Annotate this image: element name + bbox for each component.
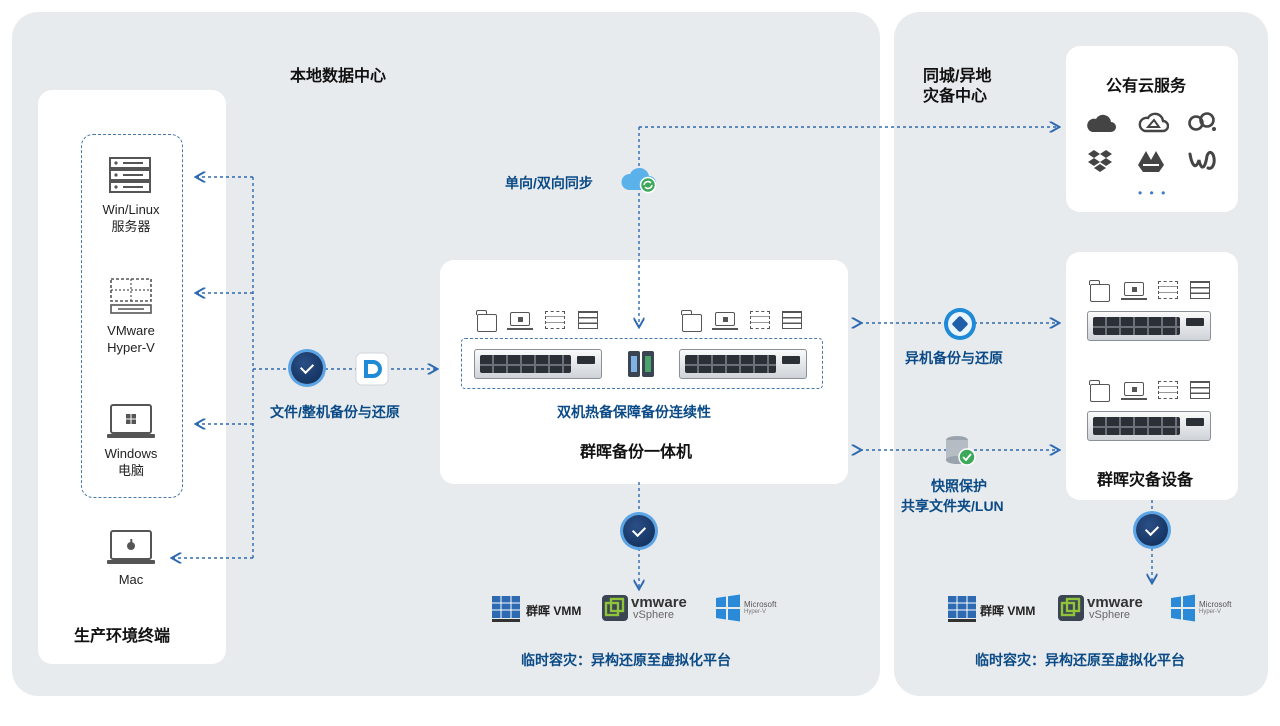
dr-nas-2 <box>1087 411 1211 441</box>
vm-grid-icon <box>545 311 565 329</box>
vm-icon <box>110 278 152 319</box>
snapshot-label-line1: 快照保护 <box>931 478 987 494</box>
snapshot-label-line2: 共享文件夹/LUN <box>901 498 1004 514</box>
sync-label: 单向/双向同步 <box>505 175 593 191</box>
server-stack-icon <box>782 311 802 329</box>
vmm-label: 群晖 VMM <box>526 604 582 618</box>
more-providers-indicator: • • • <box>1138 186 1168 200</box>
hyperv-brand: Microsoft <box>744 600 777 609</box>
device-label-mac: Mac <box>118 572 144 587</box>
wasabi-icon <box>1187 148 1217 179</box>
mac-laptop-icon <box>106 530 156 571</box>
drive-app-icon <box>355 352 389 391</box>
vsphere-product: vSphere <box>1089 609 1130 621</box>
folder-icon <box>1089 280 1110 302</box>
dropbox-icon <box>1087 148 1113 179</box>
production-endpoints-title: 生产环境终端 <box>74 628 171 645</box>
dr-nas-1 <box>1087 311 1211 341</box>
vmware-brand: vmware <box>1087 594 1143 611</box>
nas-secondary <box>679 349 807 379</box>
hyper-backup-icon <box>942 306 978 347</box>
folder-icon <box>1089 380 1110 402</box>
sync-cloud-icon <box>621 163 659 200</box>
endpoints-group <box>81 134 183 498</box>
google-drive-icon <box>1137 149 1165 178</box>
server-icon <box>109 157 151 198</box>
vm-grid-icon <box>750 311 770 329</box>
server-stack-icon <box>1190 281 1210 299</box>
vm-grid-icon <box>1158 281 1178 299</box>
hyperv-brand: Microsoft <box>1199 600 1232 609</box>
ha-link-icon <box>627 348 655 385</box>
vm-grid-icon <box>1158 381 1178 399</box>
vmm-label: 群晖 VMM <box>980 604 1036 618</box>
hyperv-icon <box>715 594 741 627</box>
server-stack-icon <box>1190 381 1210 399</box>
vmm-icon <box>947 595 977 628</box>
ha-pair-group <box>461 338 823 389</box>
laptop-icon <box>1121 282 1147 300</box>
remote-dr-title-line2: 灾备中心 <box>923 88 988 105</box>
device-label-windows: Windows 电脑 <box>104 446 158 478</box>
backblaze-icon <box>1187 110 1219 139</box>
vmm-icon <box>491 595 521 628</box>
remote-dr-title-line1: 同城/异地 <box>923 68 992 85</box>
virtualization-label: 临时容灾：异构还原至虚拟化平台 <box>521 652 731 668</box>
device-label-server: Win/Linux 服务器 <box>102 202 160 234</box>
hyperv-product: Hyper-V <box>1199 609 1222 615</box>
folder-icon <box>681 310 702 332</box>
windows-laptop-icon <box>106 404 156 445</box>
nas-primary <box>474 349 602 379</box>
public-cloud-title: 公有云服务 <box>1106 78 1187 95</box>
file-backup-label: 文件/整机备份与还原 <box>270 404 400 420</box>
appliance-title: 群晖备份一体机 <box>580 444 693 461</box>
snapshot-icon <box>941 432 977 473</box>
dr-device-title: 群晖灾备设备 <box>1097 472 1194 489</box>
folder-icon <box>476 310 497 332</box>
remote-backup-label: 异机备份与还原 <box>905 350 1003 366</box>
active-backup-icon <box>623 515 655 547</box>
hyperv-product: Hyper-V <box>744 609 767 615</box>
laptop-icon <box>507 312 533 330</box>
device-label-vm: VMware Hyper-V <box>107 323 155 355</box>
virtualization-label: 临时容灾：异构还原至虚拟化平台 <box>975 652 1185 668</box>
onedrive-icon <box>1084 112 1116 139</box>
active-backup-icon <box>1136 514 1168 546</box>
cloud-outline-icon <box>1137 110 1170 139</box>
active-backup-icon <box>291 352 323 384</box>
laptop-icon <box>1121 382 1147 400</box>
server-stack-icon <box>578 311 598 329</box>
ha-label: 双机热备保障备份连续性 <box>557 404 711 420</box>
laptop-icon <box>712 312 738 330</box>
vsphere-icon <box>1057 594 1085 627</box>
vsphere-icon <box>601 594 629 627</box>
vmware-brand: vmware <box>631 594 687 611</box>
vsphere-product: vSphere <box>633 609 674 621</box>
local-datacenter-title: 本地数据中心 <box>290 68 387 85</box>
hyperv-icon <box>1170 594 1196 627</box>
